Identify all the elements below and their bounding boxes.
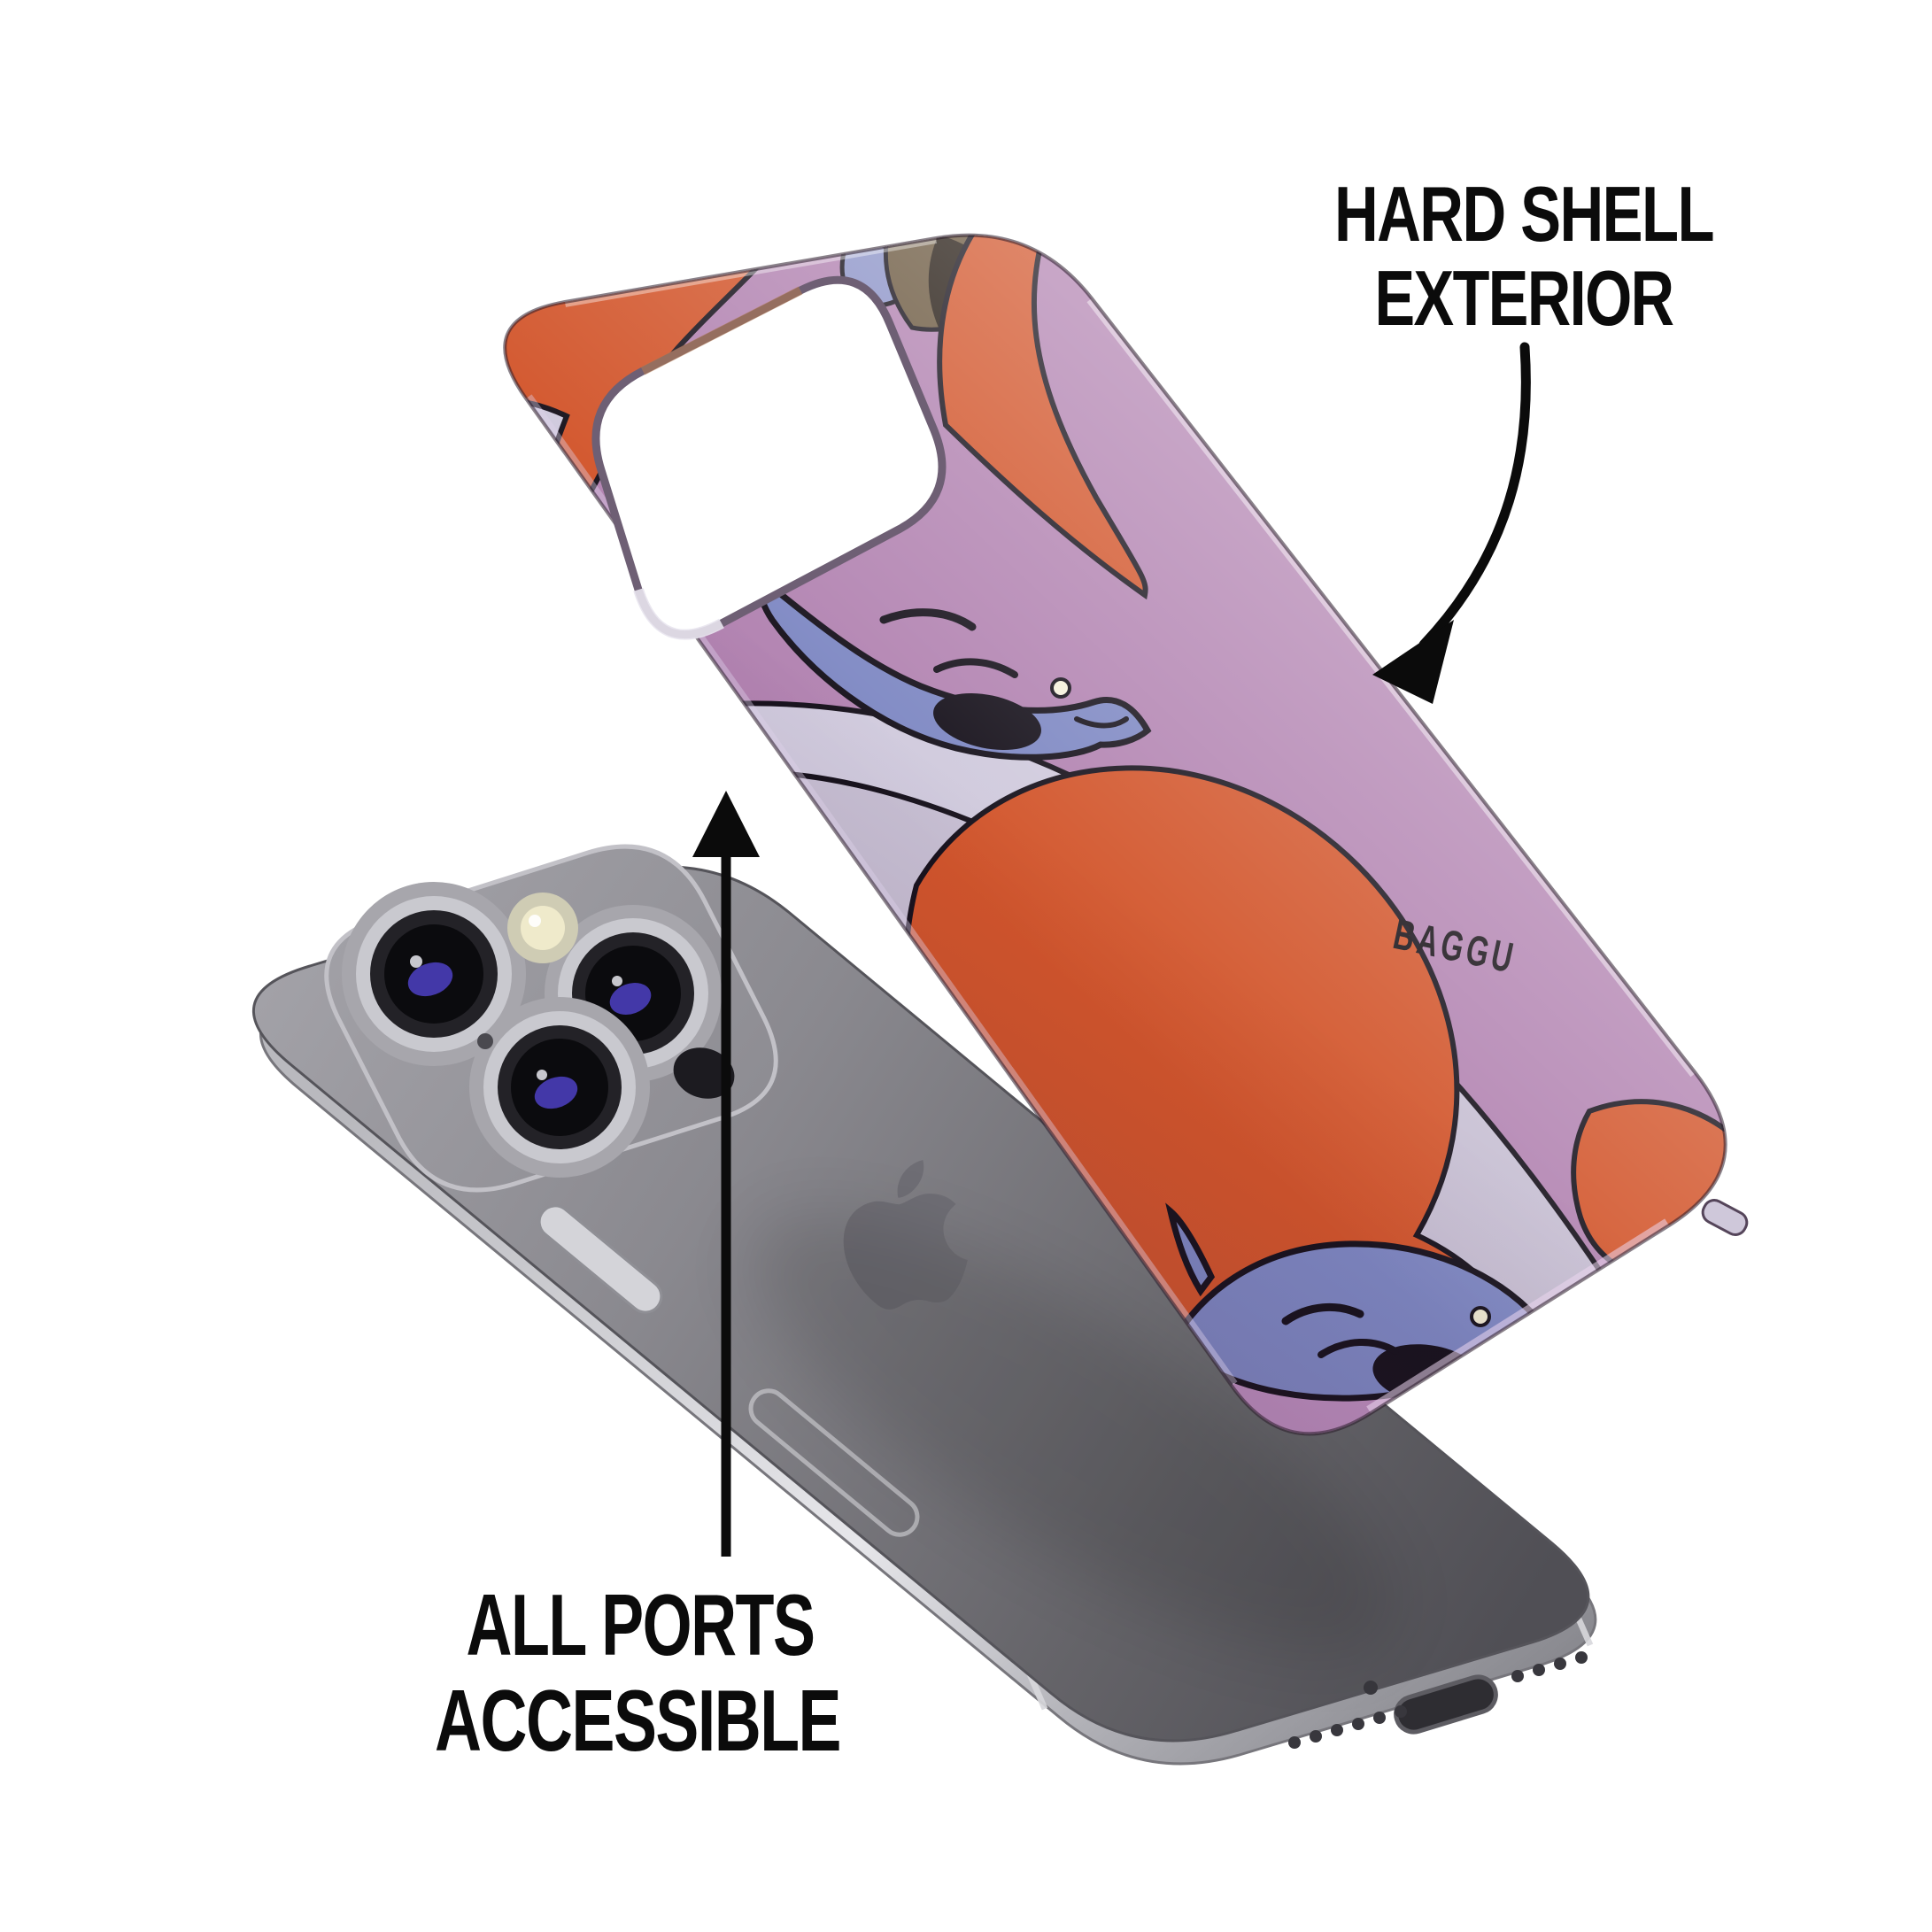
speaker-holes-right — [1511, 1651, 1588, 1682]
camera-lens-telephoto — [469, 997, 650, 1178]
case-button-notch — [654, 670, 730, 757]
usb-c-port — [1394, 1674, 1498, 1735]
callout-hard-shell: HARD SHELL EXTERIOR — [1334, 170, 1715, 704]
volume-button — [537, 1204, 663, 1314]
case-shadow — [750, 1214, 1393, 1655]
lidar-icon — [673, 1047, 735, 1099]
case-shell-outline — [503, 233, 1727, 1436]
camera-lens-ultrawide — [342, 882, 526, 1066]
curved-arrow-icon — [1372, 342, 1531, 704]
hard-shell-label-line1: HARD SHELL — [1334, 170, 1713, 258]
case-clip-tab — [1701, 1199, 1749, 1236]
all-ports-label-line1: ALL PORTS — [467, 1576, 815, 1673]
side-button — [748, 1388, 920, 1537]
callout-all-ports: ALL PORTS ACCESSIBLE — [435, 791, 842, 1769]
all-ports-label-line2: ACCESSIBLE — [435, 1672, 840, 1769]
hard-shell-label-line2: EXTERIOR — [1375, 254, 1673, 342]
speaker-holes-left — [1288, 1705, 1407, 1749]
bottom-mic-dot — [1364, 1681, 1378, 1695]
up-arrow-icon — [692, 791, 760, 1557]
mic-dot — [477, 1033, 493, 1049]
flash-icon — [507, 893, 578, 963]
case-camera-cutout — [591, 275, 947, 640]
